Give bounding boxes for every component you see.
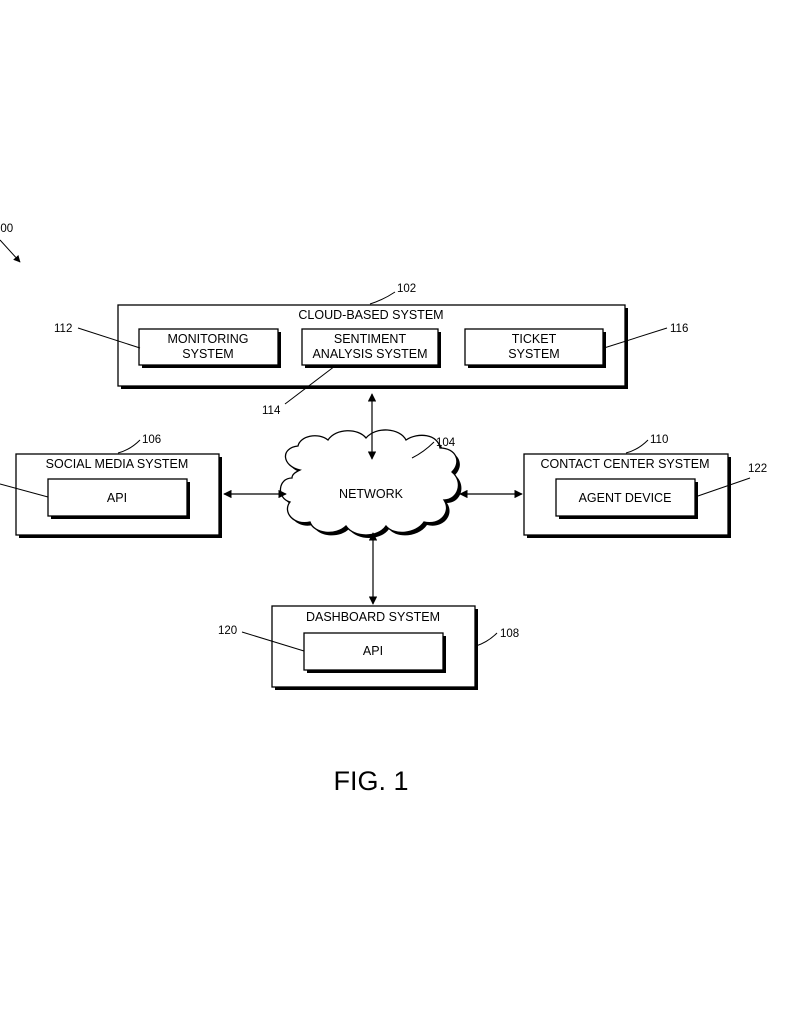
monitoring-system-ref: 112 — [54, 323, 72, 335]
figure-caption: FIG. 1 — [333, 766, 408, 796]
sentiment-system-ref: 114 — [262, 405, 281, 417]
social-media-system-label: SOCIAL MEDIA SYSTEM — [46, 457, 189, 471]
sentiment-analysis-system-box: SENTIMENT ANALYSIS SYSTEM — [301, 328, 441, 368]
ticket-system-line1: TICKET — [512, 332, 557, 346]
network-leader — [411, 441, 435, 459]
sentiment-system-leader — [284, 365, 336, 405]
dashboard-api-label: API — [363, 644, 383, 658]
contact-center-system: CONTACT CENTER SYSTEM AGENT DEVICE — [523, 453, 731, 538]
social-media-system-ref: 106 — [142, 434, 161, 446]
ticket-system-box: TICKET SYSTEM — [464, 328, 606, 368]
cloud-system-ref: 102 — [397, 283, 416, 295]
monitoring-system-line1: MONITORING — [167, 332, 248, 346]
ticket-system-line2: SYSTEM — [508, 347, 559, 361]
cloud-system-label: CLOUD-BASED SYSTEM — [298, 308, 443, 322]
dashboard-system-ref: 108 — [500, 628, 519, 640]
network-ref: 104 — [436, 437, 456, 449]
dashboard-system: DASHBOARD SYSTEM API — [271, 605, 478, 690]
dashboard-system-label: DASHBOARD SYSTEM — [306, 610, 440, 624]
contact-center-system-ref: 110 — [650, 434, 668, 446]
monitoring-system-box: MONITORING SYSTEM — [138, 328, 281, 368]
monitoring-system-leader — [77, 327, 141, 349]
social-media-api-label: API — [107, 491, 127, 505]
social-media-system: SOCIAL MEDIA SYSTEM API — [15, 453, 222, 538]
sentiment-system-line2: ANALYSIS SYSTEM — [312, 347, 427, 361]
system-ref-number: 100 — [0, 223, 13, 235]
dashboard-system-leader — [475, 632, 498, 647]
contact-center-system-label: CONTACT CENTER SYSTEM — [541, 457, 710, 471]
social-media-api-leader — [0, 483, 49, 498]
network-cloud: NETWORK — [279, 429, 462, 538]
contact-center-system-leader — [625, 439, 649, 454]
network-label: NETWORK — [339, 487, 404, 501]
system-ref-arrow — [0, 239, 21, 263]
sentiment-system-line1: SENTIMENT — [334, 332, 407, 346]
agent-device-leader — [694, 477, 751, 498]
agent-device-label: AGENT DEVICE — [579, 491, 672, 505]
dashboard-api-ref: 120 — [218, 625, 237, 637]
social-media-system-leader — [117, 439, 141, 454]
agent-device-ref: 122 — [748, 463, 767, 475]
dashboard-api-leader — [241, 631, 305, 652]
monitoring-system-line2: SYSTEM — [182, 347, 233, 361]
ticket-system-ref: 116 — [670, 323, 688, 335]
ticket-system-leader — [603, 327, 668, 349]
cloud-system-leader — [369, 291, 396, 305]
